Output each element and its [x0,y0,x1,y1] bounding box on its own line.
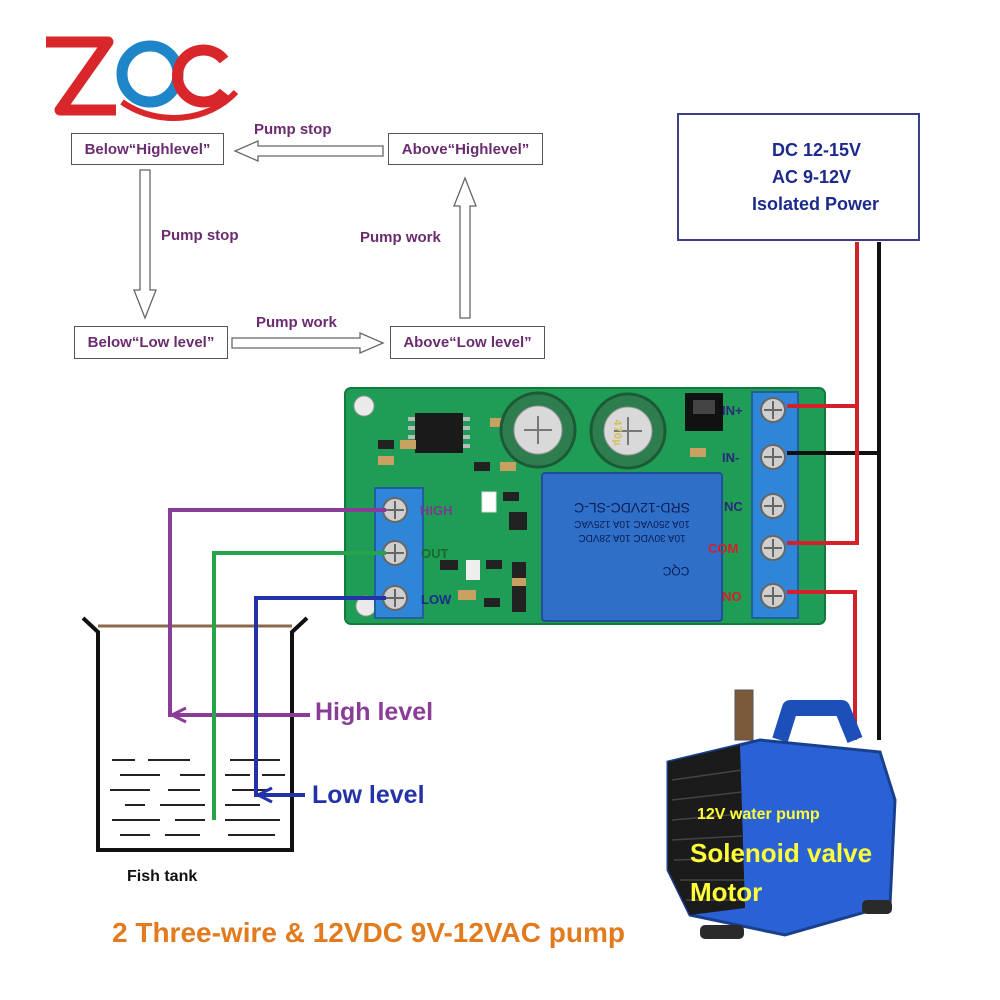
fish-tank-label: Fish tank [127,868,198,885]
mount-hole-top [353,395,375,417]
capacitor-left [499,391,577,469]
wire-blue-low [254,596,386,797]
logo-c [172,44,229,108]
pump-foot-right [862,900,892,914]
wire-red-no [787,590,857,740]
pin-label-high: HIGH [420,503,453,518]
wire-green-out [212,551,386,820]
state-above-high: Above“Highlevel” [388,133,543,165]
terminal-screws-left [382,497,408,611]
relay-rating-1: 10A 250VAC 10A 125VAC [574,518,690,529]
high-level-label: High level [315,698,434,726]
logo-swoosh [120,89,238,121]
terminal-screws-right [760,397,786,609]
pump-text-motor: Motor [690,877,763,907]
pump-nozzle [734,689,754,741]
pump-text-water-pump: 12V water pump [697,806,820,823]
state-below-high: Below“Highlevel” [71,133,224,165]
wire-red-in-plus [787,242,859,408]
water-pump [666,689,897,939]
smd-components [378,418,706,612]
pin-label-com: COM [708,541,739,556]
arrow-top [233,140,384,162]
low-level-label: Low level [312,781,425,809]
ic-chip [415,413,463,453]
relay [541,472,723,622]
pump-text-solenoid: Solenoid valve [690,838,873,868]
power-line-dc: DC 12-15V [772,140,862,160]
label-pump-work-right: Pump work [360,229,441,246]
pin-label-in-plus: IN+ [722,403,743,418]
zqc-logo [46,36,238,121]
label-pump-work-bottom: Pump work [256,314,337,331]
state-below-low: Below“Low level” [74,326,228,359]
pin-label-out: OUT [421,546,449,561]
arrow-left [133,169,157,320]
label-pump-stop-left: Pump stop [161,227,239,244]
power-line-isolated: Isolated Power [752,194,880,214]
arrow-bottom [231,332,385,354]
wire-red-com [787,406,859,545]
pump-handle [772,700,863,744]
power-line-ac: AC 9-12V [772,167,852,187]
flow-arrows [133,140,477,354]
logo-z [46,36,116,116]
pump-foot-left [700,925,744,939]
pin-label-no: NO [722,589,742,604]
state-above-low: Above“Low level” [390,326,545,359]
capacitor-right [589,392,667,470]
pin-label-nc: NC [724,499,743,514]
capacitor-value: 470μ [610,419,624,446]
relay-brand: CQC [662,564,689,578]
pin-label-in-minus: IN- [722,450,740,465]
wire-purple-high [168,508,386,717]
arrow-right [453,176,477,319]
label-pump-stop-top: Pump stop [254,121,332,138]
pin-label-low: LOW [421,592,452,607]
relay-model-text: SRD-12VDC-SL-C [574,500,690,516]
pump-grille [668,745,745,915]
caption: 2 Three-wire & 12VDC 9V-12VAC pump [112,917,625,948]
relay-rating-2: 10A 30VDC 10A 28VDC [578,532,685,543]
isolated-power-box: DC 12-15V AC 9-12V Isolated Power [677,113,920,241]
fish-tank [81,616,309,852]
water-lines [110,759,285,836]
